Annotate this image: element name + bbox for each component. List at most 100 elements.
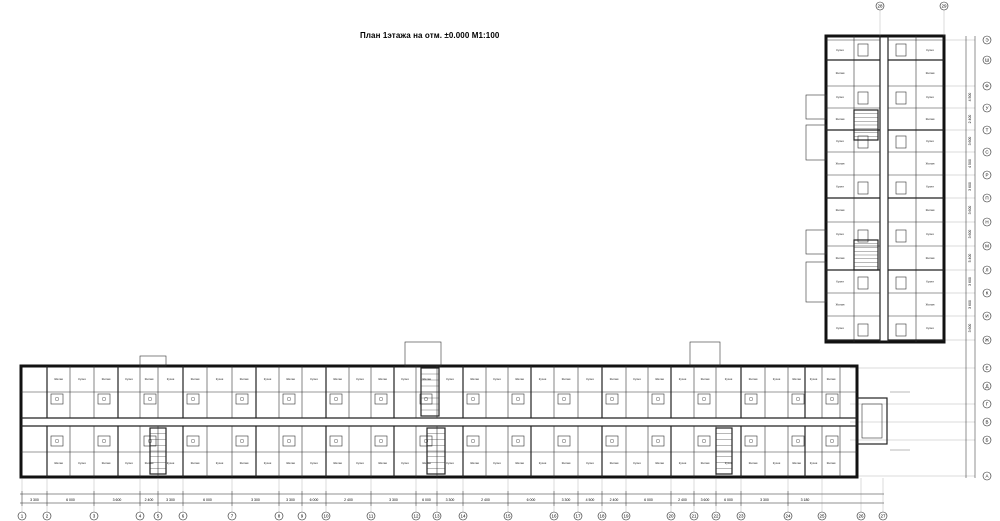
axis-label: 19 [623,514,629,519]
toilet-fixture [749,397,754,402]
axis-label: 23 [738,514,744,519]
dimension-label: 2 400 [481,498,490,502]
bathroom-box [282,435,296,447]
room-label: Кухня [446,461,454,465]
room-label: Жилая [926,71,935,75]
dimension-label: 4 500 [586,498,595,502]
room-label: Жилая [145,461,154,465]
room-label: Жилая [333,377,342,381]
entrance-vestibule [139,355,167,367]
toilet-fixture [656,397,661,402]
axis-label: 13 [434,514,440,519]
toilet-fixture [147,397,152,402]
toilet-fixture [379,397,384,402]
room-label: Жилая [926,256,935,260]
axis-bubble [982,35,992,45]
bathroom-box [857,135,869,149]
room-label: Кухня [836,326,844,330]
room-label: Жилая [378,461,387,465]
axis-label: 29 [941,4,947,9]
bathroom-box [282,393,296,405]
room-label: Жилая [836,256,845,260]
axis-bubble [573,511,583,521]
dimension-label: 2 400 [344,498,353,502]
bathroom-box [895,181,907,195]
balcony [805,261,827,303]
bathroom-box [143,393,157,405]
axis-bubble [982,241,992,251]
room-label: Жилая [836,303,845,307]
bathroom-box [744,435,758,447]
room-label: Жилая [926,117,935,121]
room-label: Жилая [145,377,154,381]
bathroom-box [374,435,388,447]
room-label: Жилая [102,461,111,465]
axis-bubble [939,1,949,11]
room-label: Кухня [216,377,224,381]
wing-building-block [824,34,946,344]
dimension-label: 3 600 [968,324,972,333]
bathroom-box [466,393,480,405]
axis-bubble [153,511,163,521]
toilet-fixture [702,397,707,402]
toilet-fixture [471,439,476,444]
axis-bubble [982,381,992,391]
axis-bubble [783,511,793,521]
axis-label: Т [986,128,989,133]
room-label: Кухня [773,461,781,465]
toilet-fixture [55,397,60,402]
room-label: Жилая [836,71,845,75]
axis-bubble [432,511,442,521]
main-partitions [46,341,841,477]
bathroom-box [895,229,907,243]
room-label: Кухня [836,232,844,236]
bathroom-box [825,435,839,447]
bathroom-box [857,229,869,243]
toilet-fixture [287,397,292,402]
bathroom-box [186,435,200,447]
axis-label: М [985,244,989,249]
room-label: Жилая [286,377,295,381]
axis-label: 3 [93,514,96,519]
room-label: Кухня [586,377,594,381]
axis-bubble [982,147,992,157]
plan-title: План 1этажа на отм. ±0.000 М1:100 [360,31,500,40]
room-label: Кухня [926,185,934,189]
axis-label: 11 [369,514,374,519]
room-label: Кухня [679,461,687,465]
axis-label: К [986,291,989,296]
toilet-fixture [239,397,244,402]
axis-label: 1 [21,514,24,519]
bathroom-box [511,393,525,405]
axis-bubble [982,288,992,298]
bathroom-box [857,181,869,195]
room-label: Кухня [810,461,818,465]
axis-label: 20 [668,514,674,519]
axis-bubble [982,265,992,275]
axis-bubble [982,363,992,373]
room-label: Кухня [78,377,86,381]
bathroom-box [511,435,525,447]
bathroom-box [466,435,480,447]
dimension-label: 6 000 [422,498,431,502]
toilet-fixture [830,439,835,444]
room-label: Жилая [610,377,619,381]
room-label: Кухня [926,139,934,143]
axis-bubble [736,511,746,521]
axis-label: 10 [323,514,329,519]
axis-label: 14 [460,514,466,519]
room-label: Кухня [78,461,86,465]
room-label: Жилая [792,377,801,381]
dimension-label: 3 300 [30,498,39,502]
toilet-fixture [610,439,615,444]
bathroom-box [235,393,249,405]
room-label: Кухня [926,48,934,52]
bathroom-box [50,435,64,447]
room-label: Жилая [926,162,935,166]
room-label: Кухня [773,377,781,381]
room-label: Кухня [356,377,364,381]
axis-label: Е [985,366,988,371]
room-label: Жилая [827,461,836,465]
